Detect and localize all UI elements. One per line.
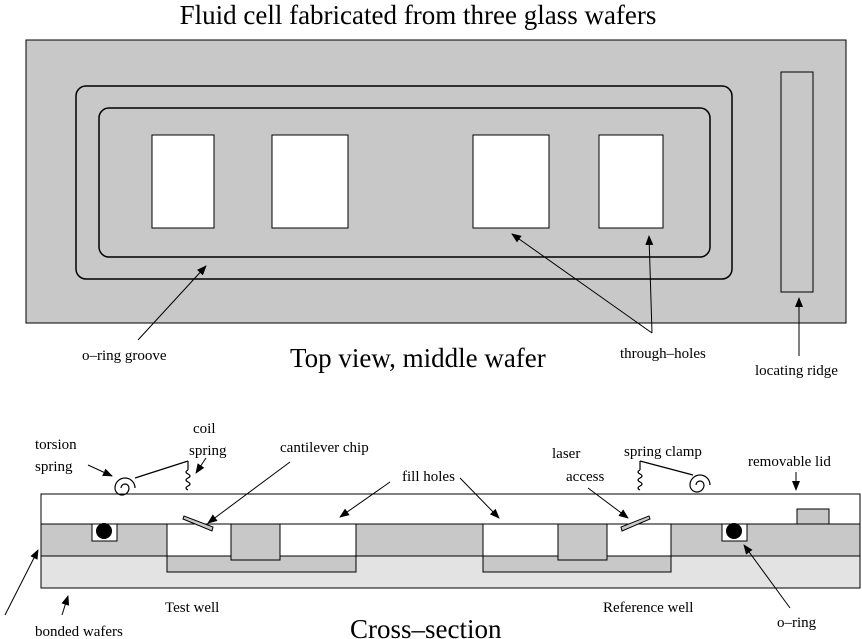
o-ring-right (726, 523, 742, 539)
reference-well-block (557, 523, 608, 561)
clamp-arm-right (639, 460, 694, 476)
top-view-caption: Top view, middle wafer (290, 343, 546, 373)
through-hole-4 (598, 134, 664, 229)
through-holes-arrow-1 (511, 233, 653, 334)
laser-access-arrow (587, 487, 629, 519)
through-holes-arrow-2 (645, 235, 654, 334)
fill-holes-label: fill holes (402, 469, 455, 485)
locating-ridge (780, 71, 814, 293)
diagram-title: Fluid cell fabricated from three glass w… (180, 0, 657, 30)
cross-section: torsion spring coil spring cantilever ch… (4, 421, 861, 639)
locating-ridge-label: locating ridge (755, 363, 838, 379)
coil-spring-left (185, 469, 191, 491)
coil-spring-right (637, 469, 643, 491)
fill-holes-arrow-1 (339, 481, 391, 518)
cantilever-chip-reference (620, 515, 651, 532)
lid-ridge (796, 508, 830, 525)
o-ring-groove-inner (98, 107, 711, 258)
cross-section-caption: Cross–section (350, 614, 502, 639)
o-ring-arrow (743, 544, 791, 609)
removable-lid (40, 493, 861, 525)
test-well-block (230, 523, 281, 561)
bonded-wafers-arrow-1 (4, 549, 39, 616)
bottom-wafer (40, 555, 861, 589)
torsion-spring-left (114, 477, 136, 496)
o-ring-groove-arrow (137, 265, 207, 341)
through-holes-label: through–holes (620, 346, 706, 362)
fill-holes-arrow-2 (459, 477, 500, 519)
clamp-arm-left (134, 460, 189, 479)
torsion-spring-label-1: torsion (35, 437, 77, 453)
cantilever-chip-test (182, 515, 214, 532)
cantilever-chip-label: cantilever chip (280, 440, 369, 456)
o-ring-label: o–ring (777, 615, 817, 631)
o-ring-left (96, 523, 112, 539)
middle-wafer (25, 39, 847, 324)
top-view: o–ring groove Top view, middle wafer thr… (25, 39, 847, 379)
torsion-spring-arrow (87, 464, 113, 477)
laser-access-label-1: laser (552, 446, 580, 462)
torsion-spring-label-2: spring (35, 459, 73, 475)
bonded-wafers-arrow-2 (61, 595, 70, 616)
through-hole-1 (151, 134, 215, 229)
o-ring-groove-label: o–ring groove (82, 348, 167, 364)
coil-spring-arrow (195, 457, 207, 474)
through-hole-2 (271, 134, 349, 229)
bonded-wafers-label: bonded wafers (35, 624, 123, 639)
torsion-spring-right (689, 474, 711, 493)
test-well-label: Test well (165, 600, 219, 616)
through-hole-3 (472, 134, 550, 229)
coil-spring-label-1: coil (193, 421, 216, 437)
laser-access-label-2: access (566, 469, 604, 485)
reference-well-label: Reference well (603, 600, 693, 616)
o-ring-groove-outer (75, 85, 733, 280)
removable-lid-label: removable lid (748, 454, 831, 470)
cantilever-chip-arrow (207, 461, 291, 524)
spring-clamp-label: spring clamp (624, 444, 702, 460)
coil-spring-label-2: spring (189, 443, 227, 459)
